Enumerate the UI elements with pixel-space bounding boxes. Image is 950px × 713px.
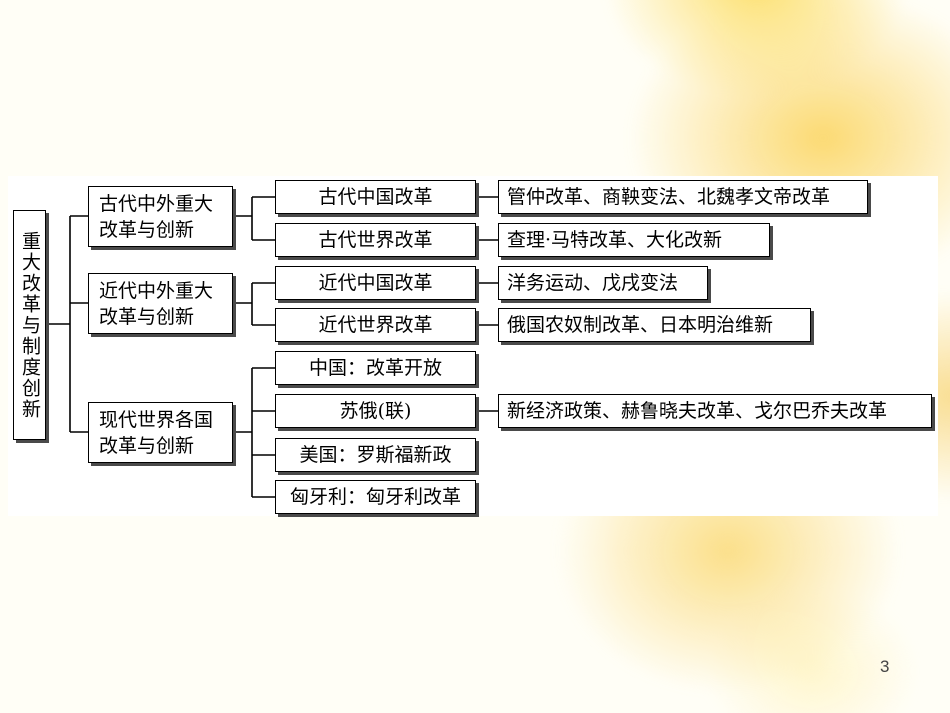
node-soviet: 苏俄(联) [275,394,476,428]
branch-ancient: 古代中外重大改革与创新 [88,186,233,247]
branch-modern: 近代中外重大改革与创新 [88,273,233,334]
node-ancient-world: 古代世界改革 [275,223,476,257]
node-china-reform: 中国：改革开放 [275,351,476,385]
node-hungary: 匈牙利：匈牙利改革 [275,480,476,514]
detail-modern-world: 俄国农奴制改革、日本明治维新 [498,308,811,342]
branch-contemporary: 现代世界各国改革与创新 [88,402,233,463]
node-ancient-china: 古代中国改革 [275,180,476,214]
detail-ancient-china: 管仲改革、商鞅变法、北魏孝文帝改革 [498,180,868,214]
detail-soviet: 新经济政策、赫鲁晓夫改革、戈尔巴乔夫改革 [498,394,932,428]
node-usa: 美国：罗斯福新政 [275,438,476,472]
root-node: 重大改革与制度创新 [13,210,46,440]
detail-modern-china: 洋务运动、戊戌变法 [498,266,708,300]
node-modern-china: 近代中国改革 [275,266,476,300]
detail-ancient-world: 查理·马特改革、大化改新 [498,223,770,257]
page-number: 3 [880,657,890,676]
node-modern-world: 近代世界改革 [275,308,476,342]
